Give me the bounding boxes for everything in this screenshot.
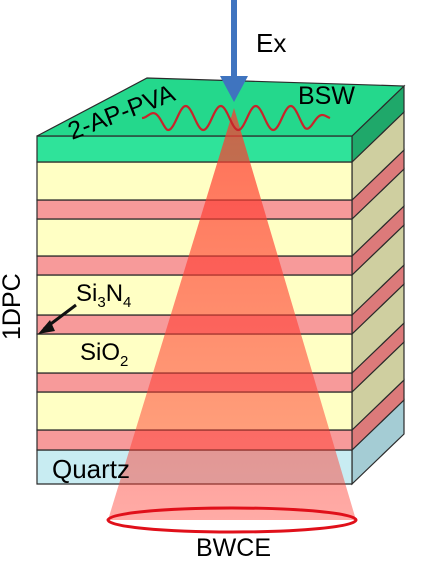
bsw-wave [141, 104, 331, 132]
si3n4-layer [36, 199, 353, 220]
excitation-arrow [220, 0, 248, 102]
sio2-layer [36, 161, 353, 201]
ex-label: Ex [256, 28, 286, 58]
sio2-label: SiO2 [80, 339, 128, 370]
light-cone [108, 108, 356, 520]
crystal-label: 1DPC [0, 273, 26, 340]
bwce-label: BWCE [196, 534, 271, 562]
bsw-label: BSW [298, 82, 355, 110]
si3n4-pointer-arrow [38, 303, 77, 334]
quartz-label: Quartz [52, 454, 130, 484]
si3n4-label: Si3N4 [76, 280, 131, 311]
bwce-ellipse [106, 506, 358, 534]
